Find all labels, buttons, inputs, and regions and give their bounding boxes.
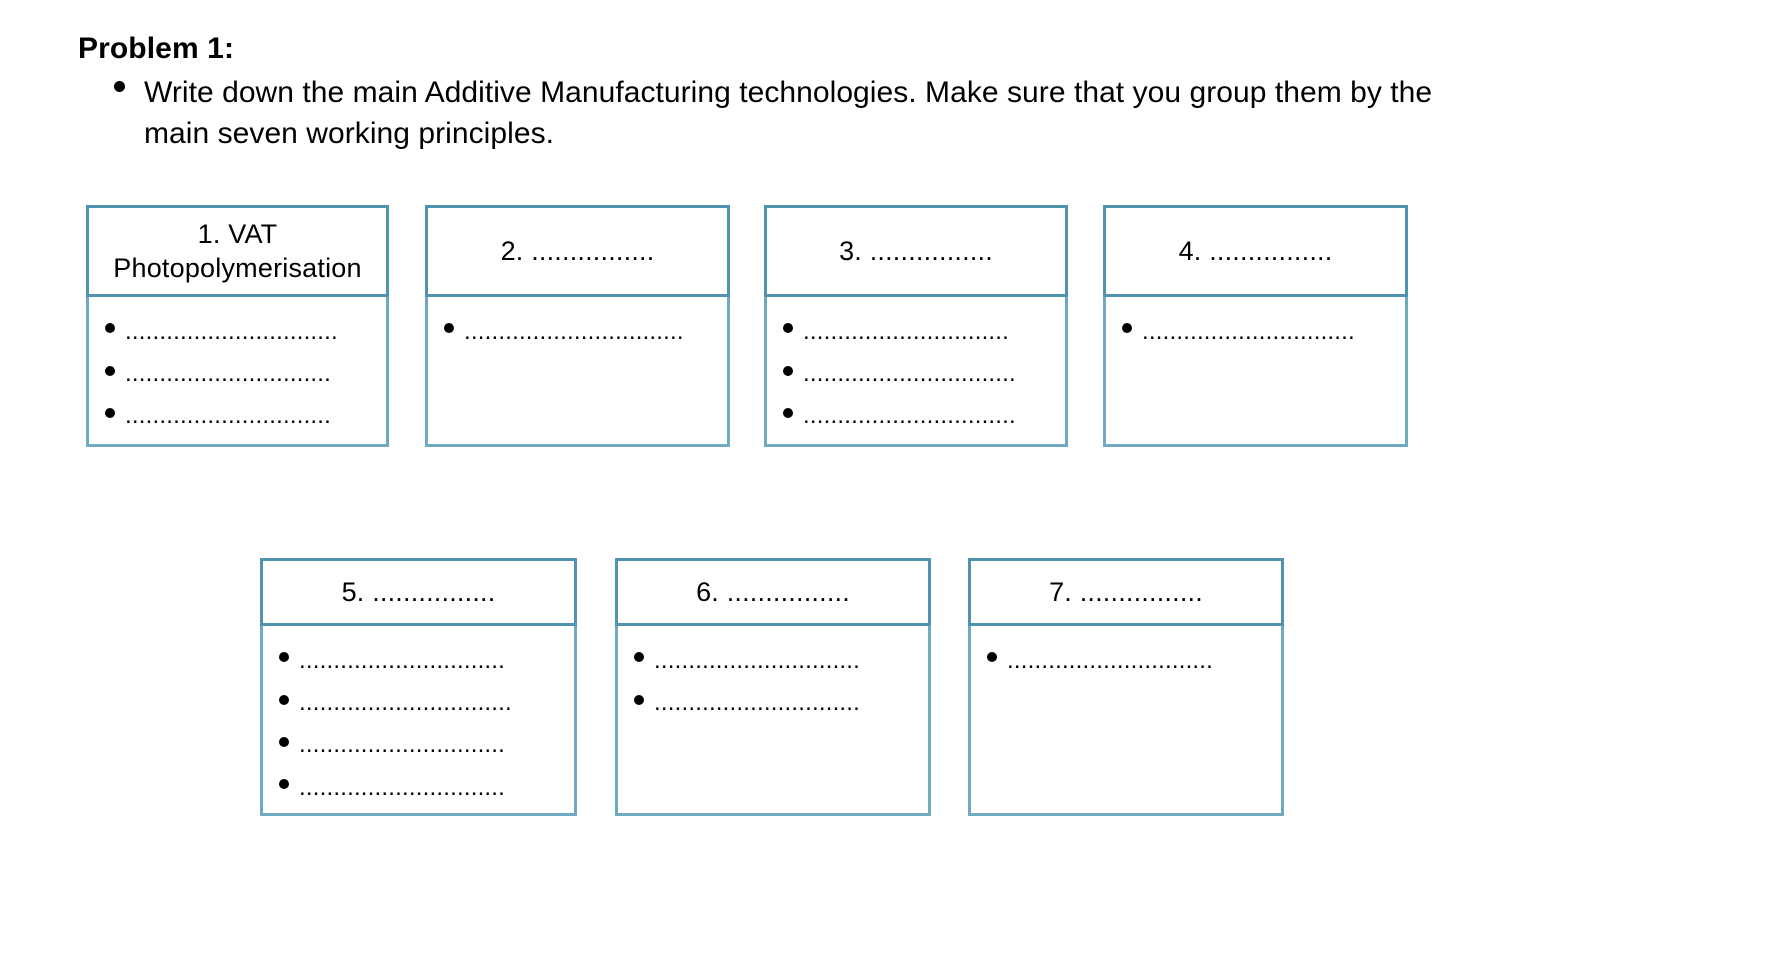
- blank-dots: ..............................: [654, 647, 861, 674]
- page-title: Problem 1:: [78, 32, 235, 65]
- card-1[interactable]: 1. VAT Photopolymerisation .............…: [86, 205, 389, 447]
- bullet-icon: [279, 736, 289, 747]
- card-3[interactable]: 3. ................ ....................…: [764, 205, 1068, 447]
- card-3-body[interactable]: .............................. .........…: [764, 297, 1068, 447]
- blank-dots: ..............................: [125, 360, 332, 388]
- blank-line[interactable]: ..............................: [632, 640, 920, 682]
- blank-line[interactable]: ...............................: [103, 311, 378, 353]
- card-3-title: 3. ................: [839, 235, 993, 266]
- bullet-icon: [279, 779, 289, 790]
- card-6[interactable]: 6. ................ ....................…: [615, 558, 931, 816]
- card-5-body[interactable]: .............................. .........…: [260, 626, 577, 816]
- blank-line[interactable]: ................................: [442, 311, 719, 353]
- card-7-header[interactable]: 7. ................: [968, 558, 1284, 626]
- blank-line[interactable]: ..............................: [277, 640, 566, 682]
- blank-dots: ..............................: [654, 689, 861, 717]
- blank-line[interactable]: ...............................: [781, 395, 1057, 437]
- card-6-body[interactable]: .............................. .........…: [615, 626, 931, 816]
- bullet-icon: [444, 323, 454, 334]
- blank-dots: ...............................: [299, 689, 512, 717]
- blank-dots: ................................: [464, 318, 684, 345]
- bullet-icon: [279, 652, 289, 663]
- instruction-text: Write down the main Additive Manufacturi…: [144, 76, 1433, 151]
- instruction-item: Write down the main Additive Manufacturi…: [78, 72, 1498, 154]
- card-3-header[interactable]: 3. ................: [764, 205, 1068, 297]
- blank-line[interactable]: ..............................: [985, 640, 1273, 682]
- card-6-blank-list: .............................. .........…: [632, 640, 920, 724]
- card-7-title: 7. ................: [1049, 576, 1203, 607]
- bullet-icon: [634, 694, 644, 705]
- card-6-title: 6. ................: [696, 576, 850, 607]
- blank-line[interactable]: ..............................: [277, 724, 566, 766]
- card-4-title: 4. ................: [1178, 235, 1333, 266]
- bullet-icon: [783, 365, 793, 376]
- bullet-icon: [783, 323, 793, 334]
- blank-dots: ...............................: [803, 360, 1016, 388]
- card-2-header[interactable]: 2. ................: [425, 205, 730, 297]
- card-1-blank-list: ............................... ........…: [103, 311, 378, 438]
- blank-dots: ...............................: [1142, 318, 1355, 345]
- blank-line[interactable]: ...............................: [277, 682, 566, 724]
- card-1-header[interactable]: 1. VAT Photopolymerisation: [86, 205, 389, 297]
- blank-dots: ..............................: [299, 773, 506, 801]
- prompt-block: Problem 1: Write down the main Additive …: [78, 30, 1498, 155]
- card-4[interactable]: 4. ................ ....................…: [1103, 205, 1408, 447]
- card-1-body[interactable]: ............................... ........…: [86, 297, 389, 447]
- blank-line[interactable]: ...............................: [1120, 311, 1397, 353]
- blank-dots: ...............................: [125, 318, 338, 345]
- bullet-icon: [279, 694, 289, 705]
- bullet-icon: [114, 81, 125, 93]
- card-6-header[interactable]: 6. ................: [615, 558, 931, 626]
- blank-dots: ..............................: [803, 318, 1010, 345]
- card-4-header[interactable]: 4. ................: [1103, 205, 1408, 297]
- card-5-blank-list: .............................. .........…: [277, 640, 566, 809]
- blank-dots: ..............................: [299, 647, 506, 674]
- bullet-icon: [634, 652, 644, 663]
- blank-dots: ..............................: [1007, 647, 1214, 674]
- bullet-icon: [105, 407, 115, 418]
- blank-line[interactable]: ...............................: [781, 353, 1057, 395]
- bullet-icon: [105, 323, 115, 334]
- instruction-list: Write down the main Additive Manufacturi…: [78, 72, 1498, 154]
- card-7-blank-list: ..............................: [985, 640, 1273, 682]
- bullet-icon: [987, 652, 997, 663]
- blank-line[interactable]: ..............................: [277, 767, 566, 809]
- card-4-body[interactable]: ...............................: [1103, 297, 1408, 447]
- blank-line[interactable]: ..............................: [632, 682, 920, 724]
- card-5-title: 5. ................: [341, 576, 496, 607]
- card-1-title: 1. VAT Photopolymerisation: [113, 218, 362, 283]
- blank-dots: ..............................: [299, 731, 506, 759]
- bullet-icon: [783, 407, 793, 418]
- blank-dots: ...............................: [803, 402, 1016, 430]
- card-2[interactable]: 2. ................ ....................…: [425, 205, 730, 447]
- card-5[interactable]: 5. ................ ....................…: [260, 558, 577, 816]
- bullet-icon: [105, 365, 115, 376]
- blank-line[interactable]: ..............................: [103, 353, 378, 395]
- blank-line[interactable]: ..............................: [781, 311, 1057, 353]
- blank-dots: ..............................: [125, 402, 332, 430]
- card-7-body[interactable]: ..............................: [968, 626, 1284, 816]
- blank-line[interactable]: ..............................: [103, 395, 378, 437]
- card-7[interactable]: 7. ................ ....................…: [968, 558, 1284, 816]
- card-2-title: 2. ................: [500, 235, 655, 266]
- card-5-header[interactable]: 5. ................: [260, 558, 577, 626]
- card-2-body[interactable]: ................................: [425, 297, 730, 447]
- card-2-blank-list: ................................: [442, 311, 719, 353]
- card-3-blank-list: .............................. .........…: [781, 311, 1057, 438]
- bullet-icon: [1122, 323, 1132, 334]
- card-4-blank-list: ...............................: [1120, 311, 1397, 353]
